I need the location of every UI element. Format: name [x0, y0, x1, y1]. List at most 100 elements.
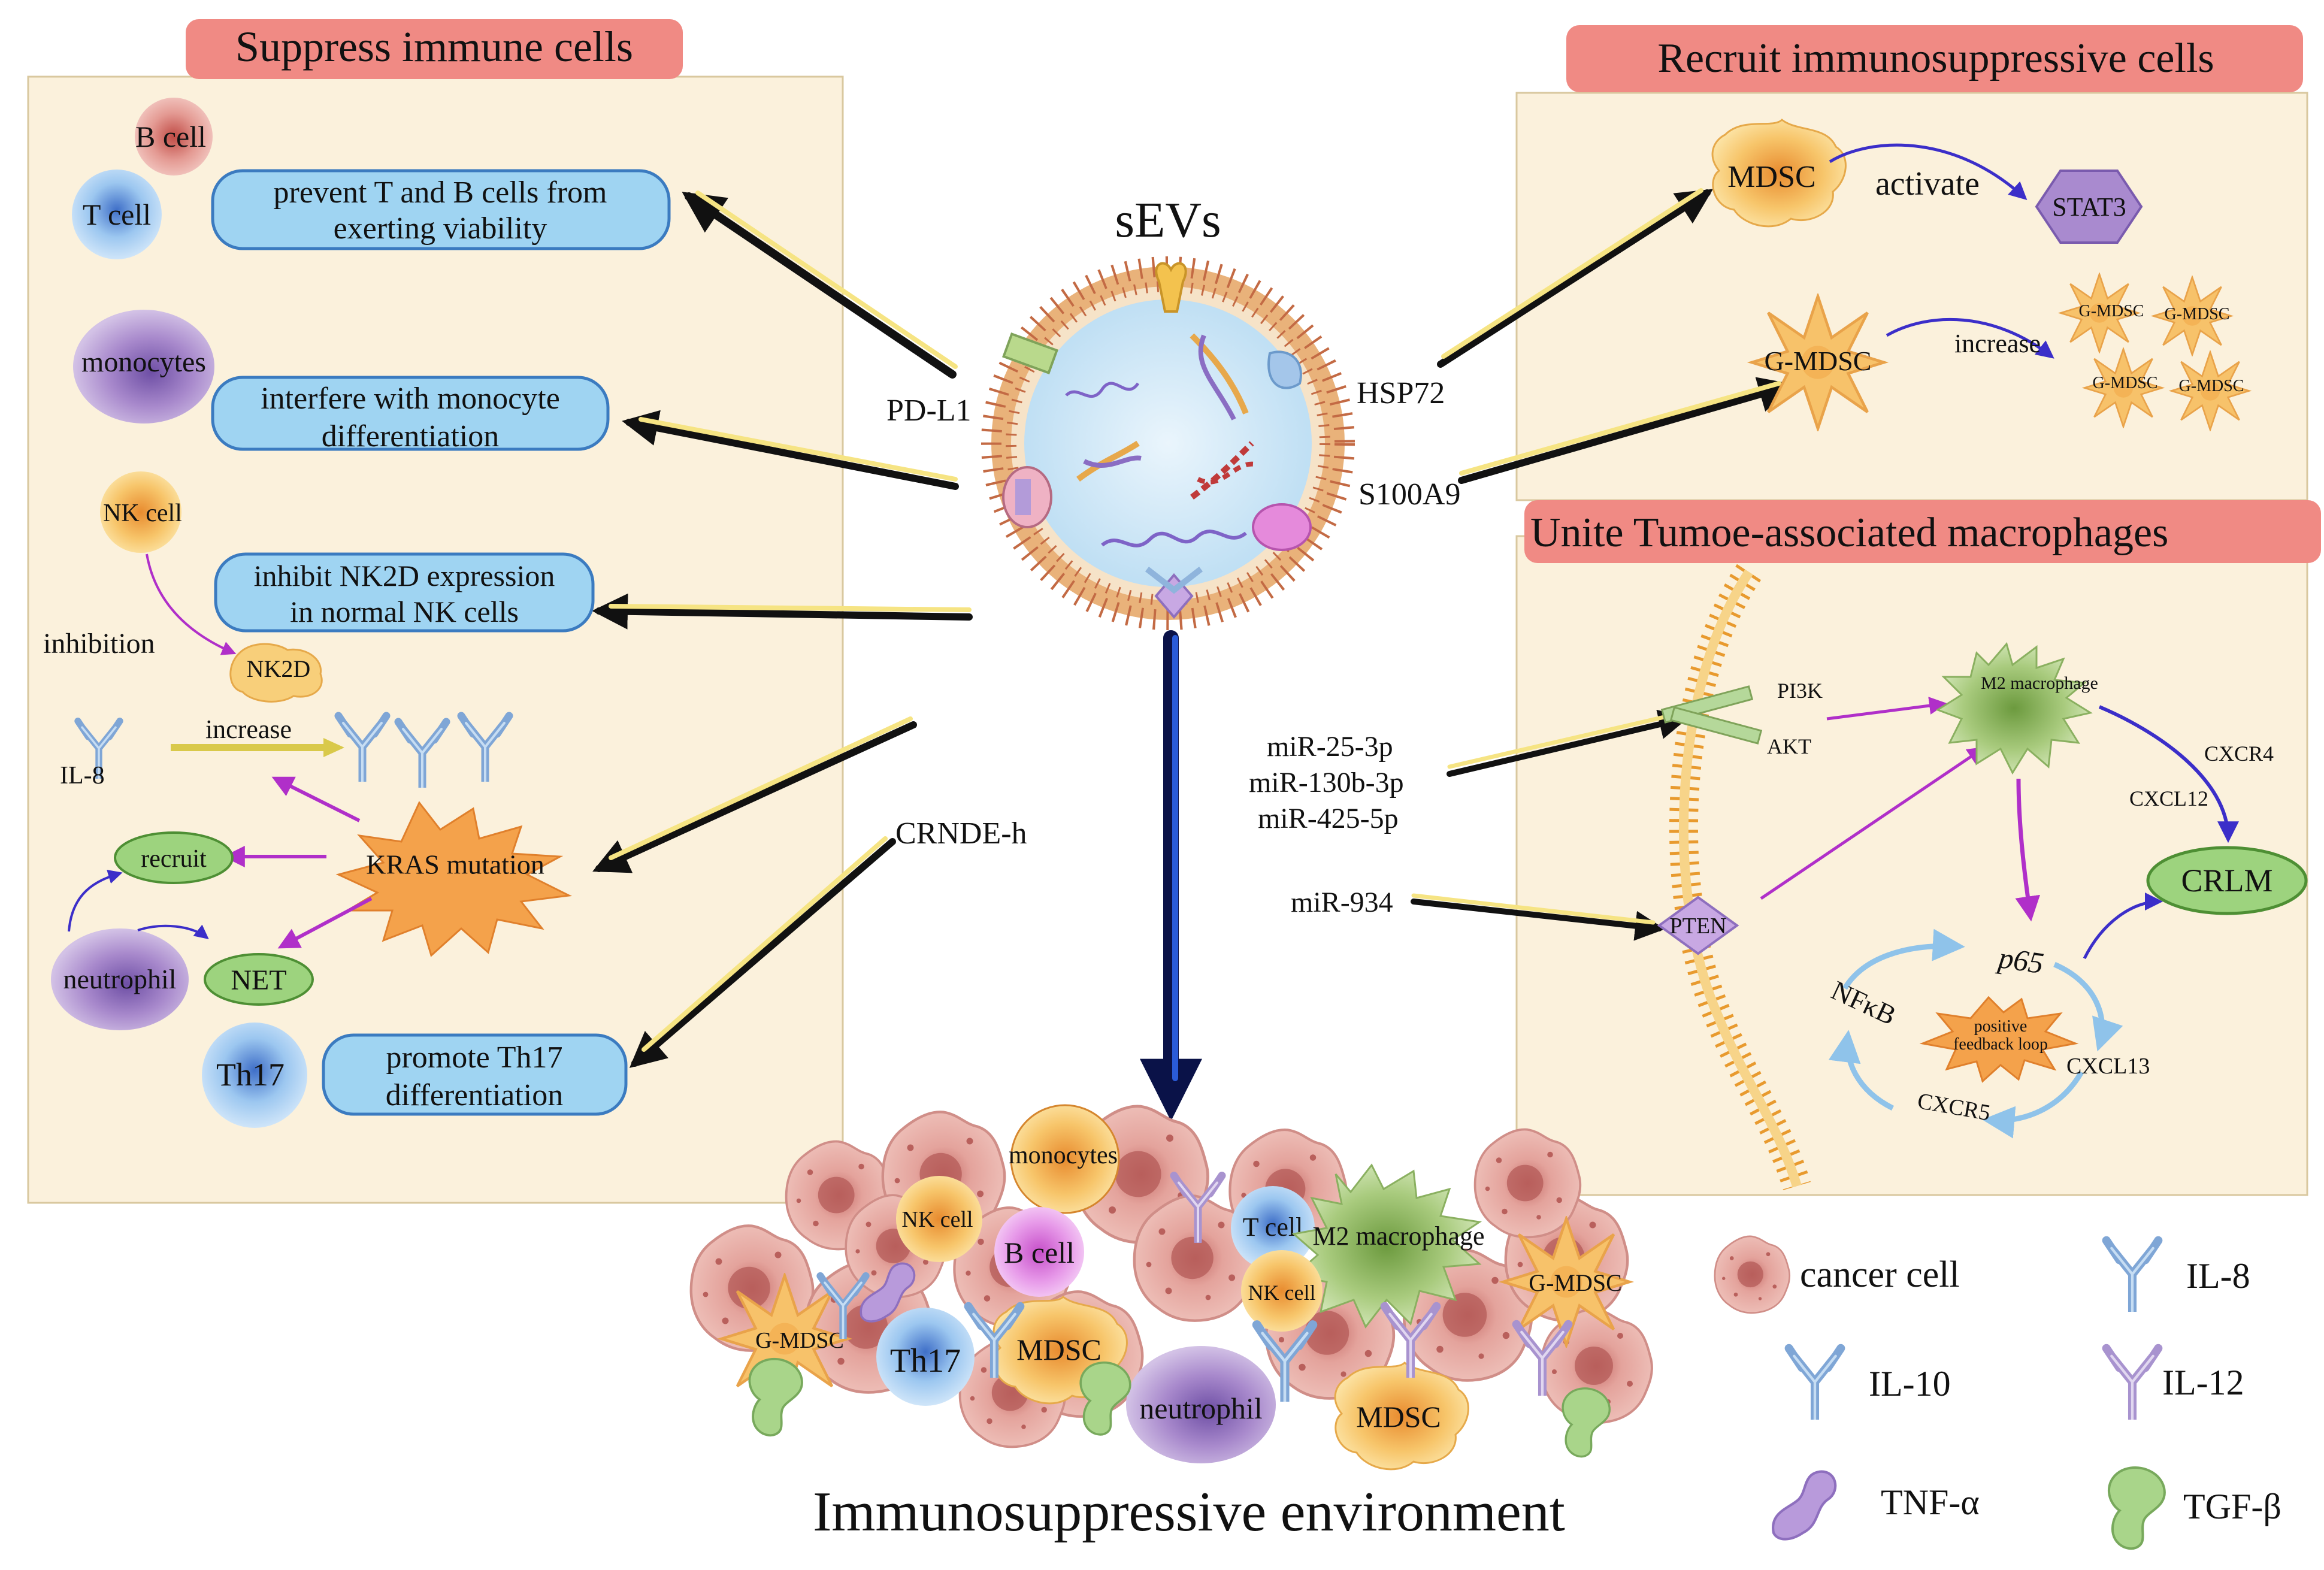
cell-membrane	[1669, 564, 1811, 1191]
tumor-tgf-icon-2	[1079, 1361, 1131, 1436]
p65-label: p65	[1995, 940, 2045, 980]
tumor-nk-label: NK cell	[901, 1207, 973, 1232]
neutrophil-net-arrow	[137, 924, 209, 939]
m2-to-crlm-arrow	[2098, 705, 2239, 843]
nk-inhibition-arrow	[146, 553, 237, 655]
kras-starburst	[335, 801, 573, 957]
tumor-tcell-label: T cell	[1243, 1212, 1303, 1242]
tumor-bcell-label: B cell	[1004, 1236, 1075, 1269]
tb-box	[211, 169, 671, 250]
pten-to-m2-arrow	[1760, 746, 1986, 900]
tumor-m2-label: M2 macrophage	[1312, 1221, 1484, 1251]
net-oval	[204, 953, 314, 1006]
legend-cancer-cell-label: cancer cell	[1800, 1254, 1960, 1295]
tumor-mdsc2-label: MDSC	[1356, 1400, 1441, 1433]
th17-box-line1: promote Th17	[386, 1040, 562, 1075]
legend-il8-icon	[2107, 1241, 2159, 1312]
t-cell-label: T cell	[83, 198, 151, 231]
cxcl13-label: CXCL13	[2066, 1054, 2150, 1079]
small-gmdsc-label-3: G-MDSC	[2093, 374, 2158, 392]
monocyte-icon	[73, 310, 214, 423]
tumor-monocyte-icon	[1010, 1104, 1120, 1214]
activate-arrow	[1829, 143, 2028, 201]
nk-box-line1: inhibit NK2D expression	[254, 559, 555, 592]
mir425-label: miR-425-5p	[1258, 803, 1399, 834]
m2-to-p65-arrow	[2015, 778, 2041, 922]
neutrophil-icon	[51, 928, 189, 1030]
right-top-title-bg	[1566, 25, 2303, 92]
neutrophil-recruit-arrow	[68, 870, 123, 932]
sev-vesicle	[981, 256, 1355, 630]
main-arrows	[592, 188, 1795, 1121]
legend-il12-icon	[2107, 1348, 2159, 1420]
legend-tnfa-label: TNF-α	[1881, 1483, 1980, 1522]
tumor-neutrophil-label: neutrophil	[1139, 1391, 1263, 1425]
cxcl12-label: CXCL12	[2129, 786, 2208, 810]
tumor-m2-icon	[1291, 1163, 1482, 1329]
tumor-tcell-icon	[1231, 1186, 1315, 1270]
tumor-gmdsc-right-label: G-MDSC	[1529, 1269, 1622, 1296]
nk2d-label: NK2D	[247, 655, 311, 682]
legend-tnf-icon	[1773, 1472, 1835, 1539]
stat3-label: STAT3	[2052, 192, 2126, 222]
stat3-hexagon	[2035, 170, 2143, 244]
pten-label: PTEN	[1670, 913, 1727, 939]
nk-cell-label: NK cell	[103, 500, 182, 527]
loop-label-line2: feedback loop	[1953, 1035, 2048, 1054]
mdsc-label: MDSC	[1727, 160, 1815, 194]
tb-box-line1: prevent T and B cells from	[274, 176, 607, 210]
nk-box-line2: in normal NK cells	[290, 595, 519, 628]
neutrophil-label: neutrophil	[63, 964, 176, 994]
inhibition-label: inhibition	[43, 628, 155, 660]
recruit-oval	[114, 831, 234, 884]
th17-label: Th17	[216, 1057, 285, 1093]
mono-box-line1: interfere with monocyte	[261, 382, 560, 416]
hsp72-label: HSP72	[1357, 376, 1445, 410]
crlm-oval	[2146, 846, 2308, 915]
b-cell-icon	[135, 98, 213, 176]
tumor-th17-icon	[876, 1308, 975, 1406]
th17-box	[322, 1033, 628, 1116]
loop-label-line1: positive	[1974, 1017, 2028, 1036]
th17-box-line2: differentiation	[386, 1078, 564, 1112]
feedback-loop-arrows	[1828, 928, 2123, 1139]
tumor-monocytes-label: monocytes	[1009, 1142, 1118, 1169]
tumor-nk2-label: NK cell	[1248, 1281, 1316, 1305]
m2-macrophage-icon	[1935, 642, 2093, 775]
legend-il10-label: IL-10	[1869, 1364, 1951, 1403]
tumor-nk-icon	[896, 1176, 982, 1262]
loop-to-crlm-arrow	[2083, 893, 2163, 960]
mono-box	[211, 376, 610, 451]
nk2d-icon	[229, 643, 323, 703]
m2-label: M2 macrophage	[1981, 673, 2098, 693]
receptor-pi3k-akt	[1660, 685, 1763, 745]
legend-il10-icon	[1789, 1348, 1841, 1420]
crlm-label: CRLM	[2181, 863, 2272, 899]
tumor-tgf-icon-1	[748, 1357, 803, 1437]
pdl1-label: PD-L1	[886, 394, 972, 428]
tumor-th17-label: Th17	[890, 1342, 961, 1380]
t-cell-icon	[72, 170, 162, 259]
net-label: NET	[231, 964, 286, 996]
left-panel-title-bg	[186, 19, 683, 79]
increase-label-right: increase	[1954, 329, 2041, 358]
right-bottom-title-bg	[1524, 500, 2321, 563]
activate-label: activate	[1875, 165, 1980, 202]
legend-tgf-icon	[2109, 1468, 2165, 1548]
akt-to-m2-arrow	[1826, 697, 1947, 721]
pi3k-label: PI3K	[1777, 679, 1823, 703]
monocytes-label: monocytes	[81, 346, 206, 378]
small-gmdsc-label-2: G-MDSC	[2165, 305, 2230, 323]
crnde-label: CRNDE-h	[895, 816, 1027, 851]
legend-tgfb-label: TGF-β	[2183, 1487, 2281, 1526]
akt-label: AKT	[1767, 734, 1811, 758]
increase-label: increase	[205, 715, 292, 744]
tumor-mdsc-label: MDSC	[1016, 1333, 1102, 1366]
pten-diamond	[1657, 896, 1739, 955]
gmdsc-label: G-MDSC	[1765, 346, 1872, 376]
legend-cancer-cell-icon	[1714, 1235, 1791, 1314]
s100a9-label: S100A9	[1358, 477, 1460, 512]
legend-il8-label: IL-8	[2186, 1256, 2250, 1296]
tumor-nk2-icon	[1241, 1250, 1323, 1332]
